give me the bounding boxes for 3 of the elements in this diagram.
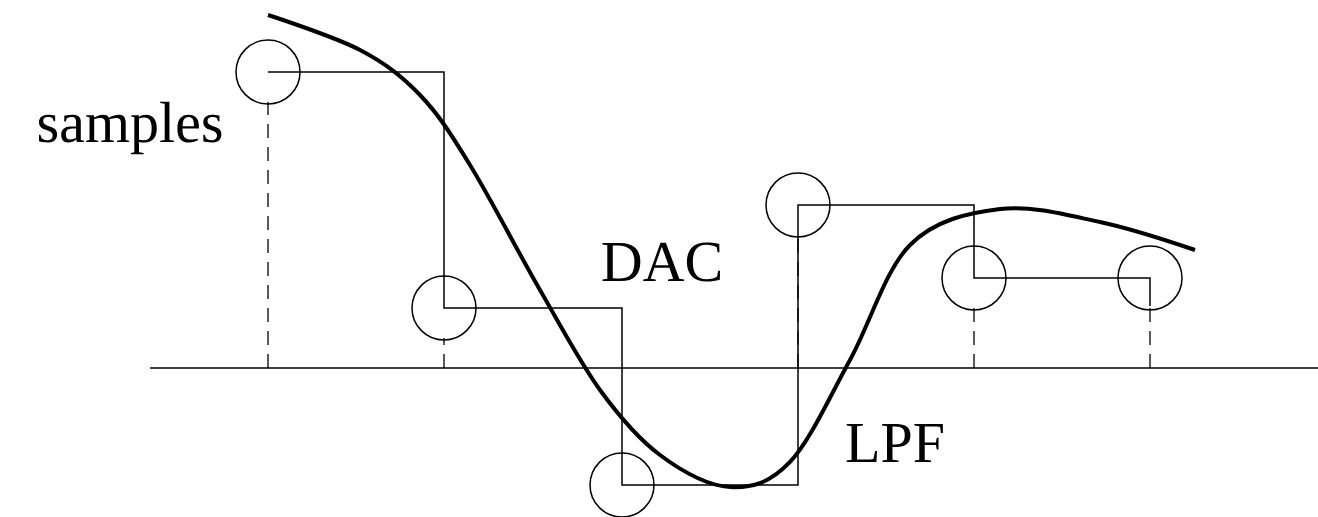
text-label: LPF [846,424,943,462]
text-label: DAC [602,242,720,282]
text-label: samples [38,101,222,155]
